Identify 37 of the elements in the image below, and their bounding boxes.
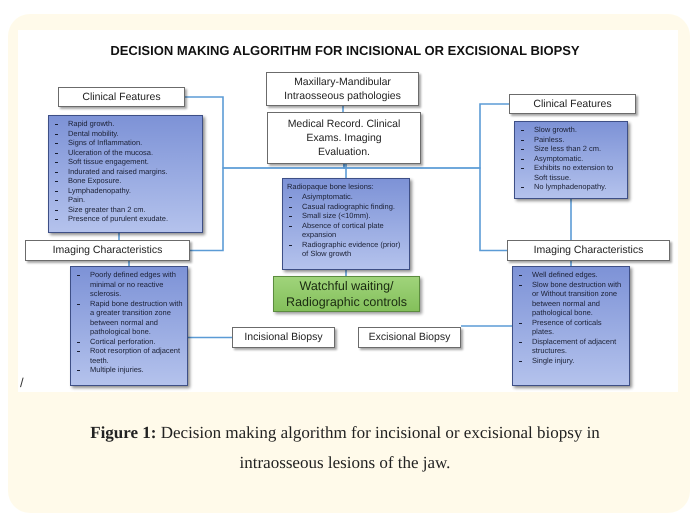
connector-line — [190, 164, 345, 252]
connector-line — [118, 233, 120, 240]
diagram-title: DECISION MAKING ALGORITHM FOR INCISIONAL OR EXCISIONAL BIOPSY — [109, 42, 581, 60]
box-text: Medical Record. Clinical Exams. Imaging Evaluation. — [286, 117, 402, 159]
box-text: Excisional Biopsy — [368, 331, 450, 344]
label-box — [507, 240, 670, 261]
connector-line — [345, 164, 347, 178]
box-text: Imaging Characteristics — [52, 244, 162, 257]
label-box — [267, 112, 421, 164]
criteria-box — [282, 178, 410, 270]
criteria-box — [70, 266, 188, 386]
label-box — [509, 94, 636, 114]
label-box — [266, 72, 419, 106]
box-text: Watchful waiting/ Radiographic controls — [285, 278, 408, 310]
box-text: Incisional Biopsy — [244, 331, 323, 344]
box-text: Maxillary-Mandibular Intraosseous pathologies — [283, 75, 402, 103]
label-box — [232, 327, 335, 348]
connector-line — [570, 261, 572, 266]
box-text: Imaging Characteristics — [534, 244, 644, 257]
label-box — [25, 240, 190, 261]
connector-line — [343, 164, 507, 252]
label-box — [58, 87, 185, 107]
connector-line — [570, 199, 572, 240]
criteria-box — [48, 115, 203, 233]
stray-mark: / — [20, 374, 24, 392]
outcome-box — [273, 276, 420, 312]
connector-line — [188, 336, 232, 338]
connector-line — [345, 270, 347, 276]
criteria-box — [512, 266, 630, 386]
box-text: Clinical Features — [82, 90, 161, 104]
connector-line — [342, 106, 344, 112]
connector-line — [461, 325, 512, 327]
figure-caption: Figure 1: Decision making algorithm for incisional or excisional biopsy in intraosseous lesions of the jaw. — [89, 422, 601, 474]
label-box — [358, 327, 461, 348]
connector-line — [128, 261, 130, 266]
criteria-box — [514, 121, 628, 199]
box-text: Clinical Features — [533, 98, 612, 110]
